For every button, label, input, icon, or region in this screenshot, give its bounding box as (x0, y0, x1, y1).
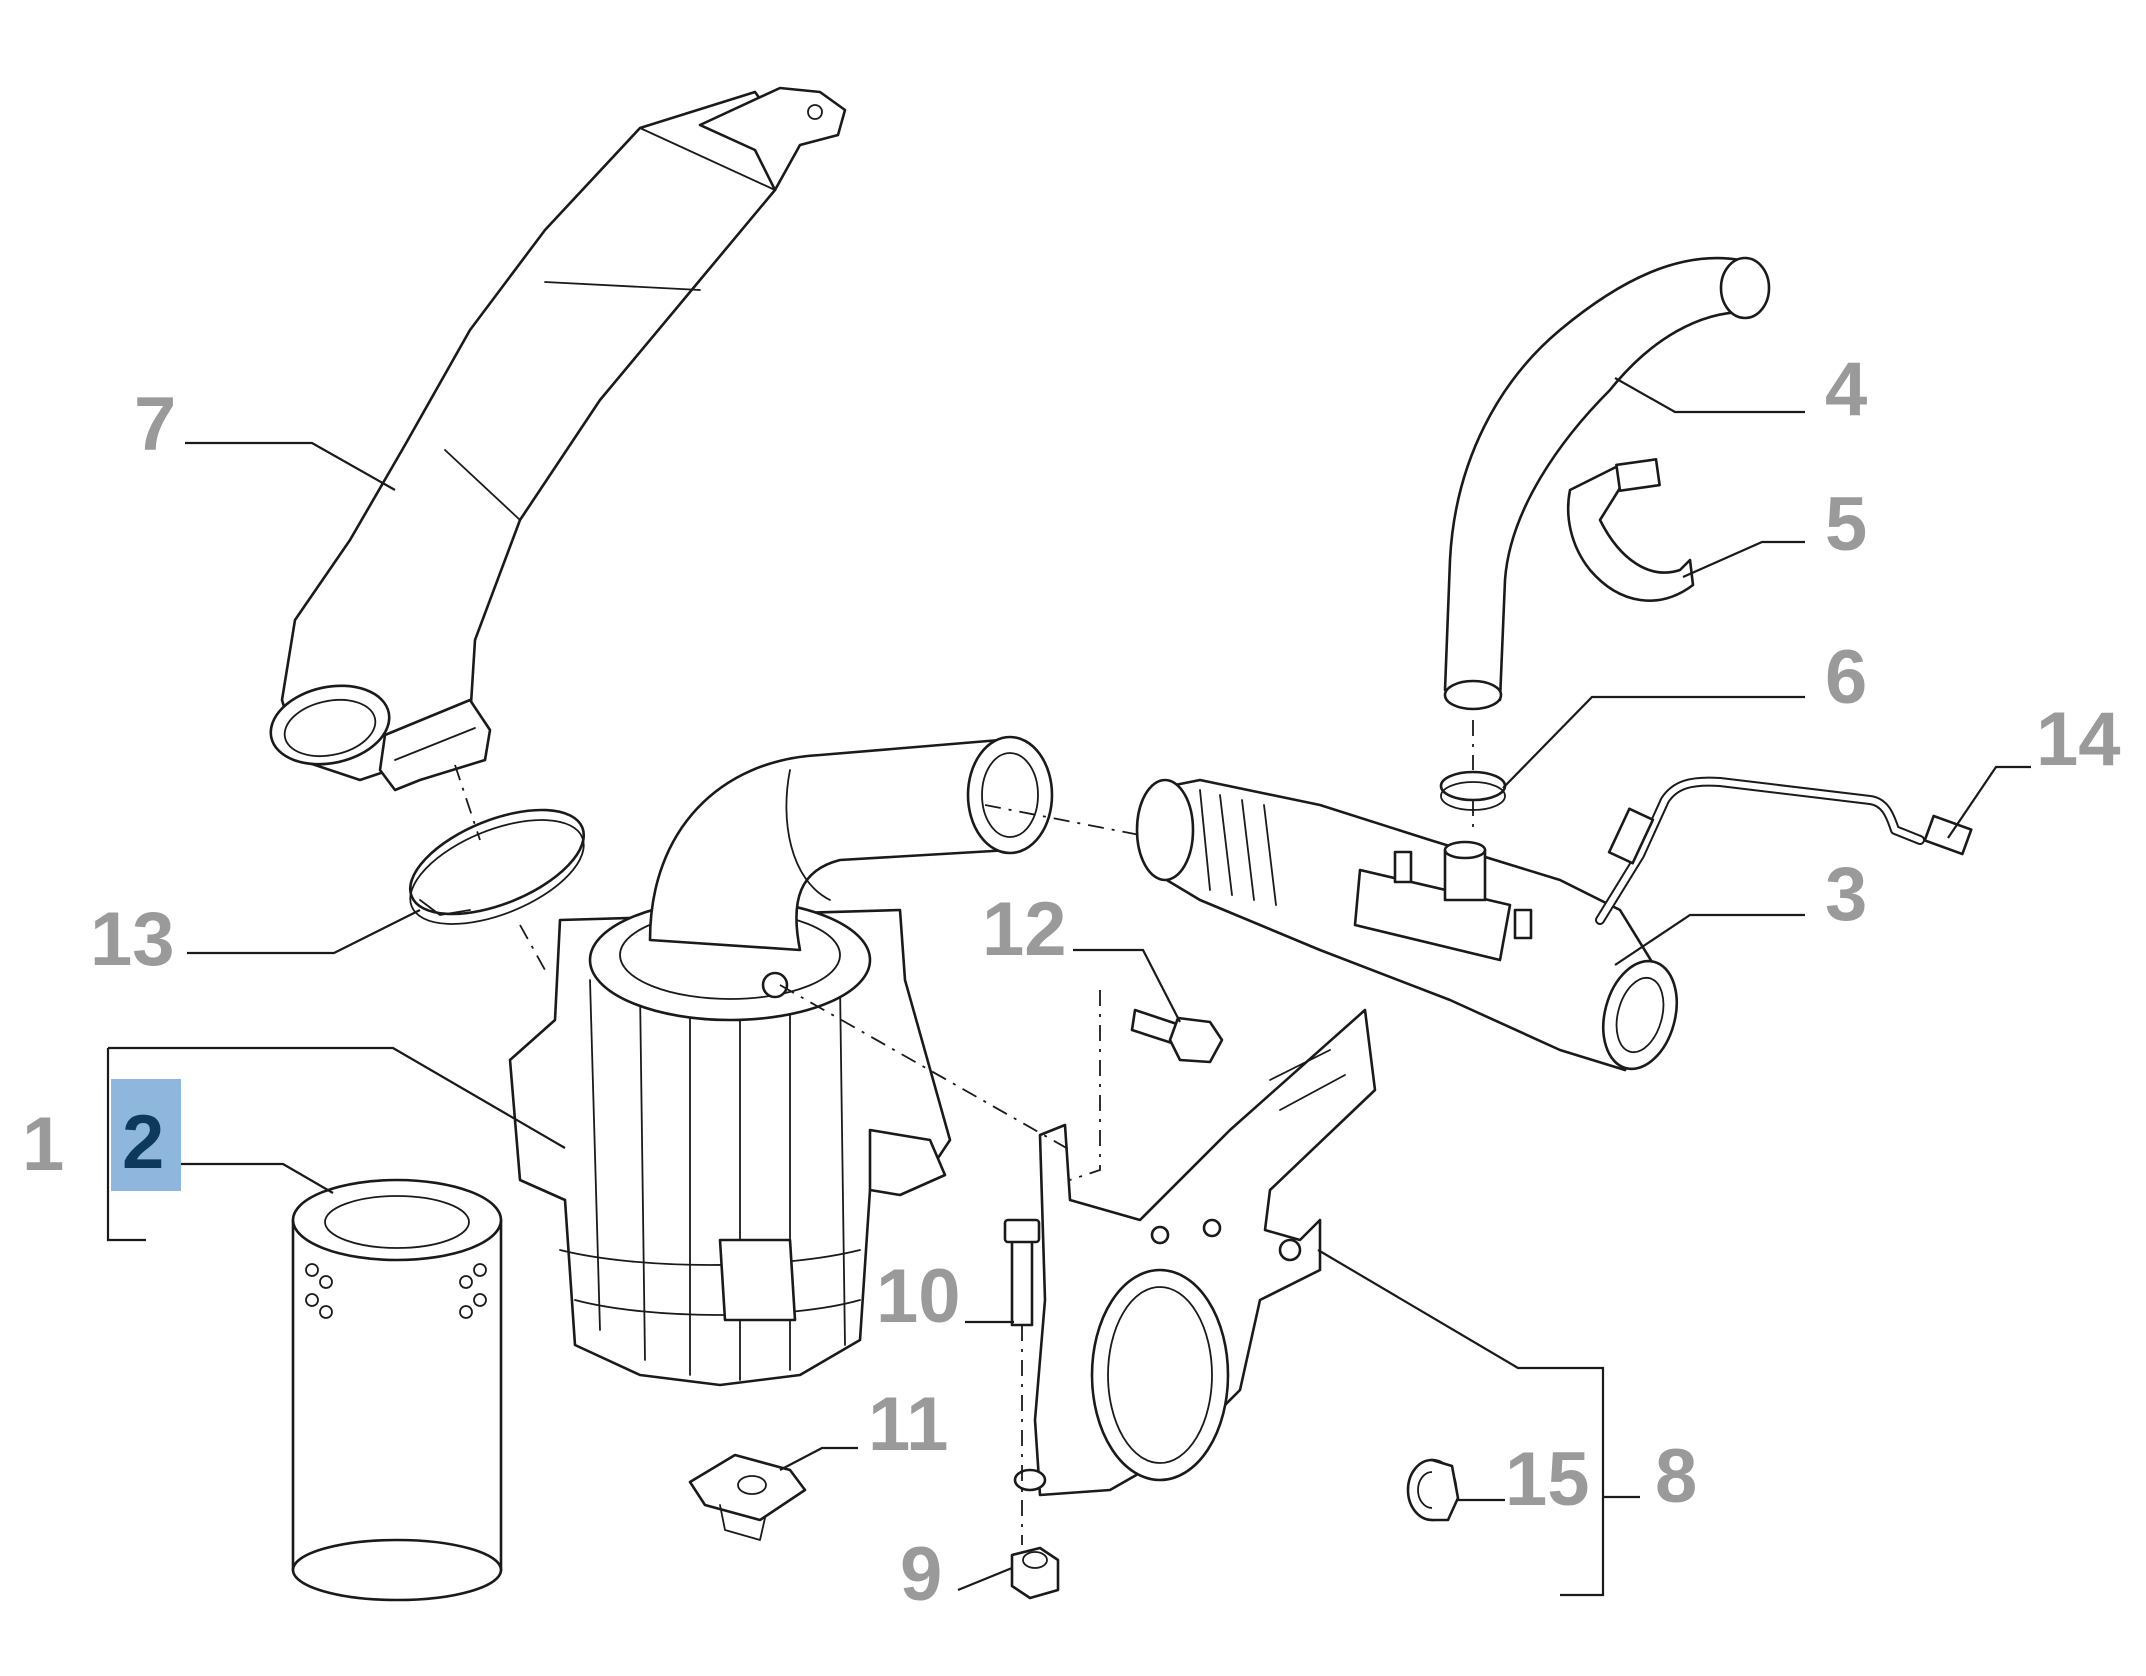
callout-13[interactable]: 13 (90, 897, 175, 982)
leader-14 (1947, 765, 2031, 839)
leader-lines (106, 377, 2031, 1597)
leader-4 (1614, 377, 1805, 414)
callout-3[interactable]: 3 (1825, 852, 1867, 937)
callout-7[interactable]: 7 (134, 382, 176, 467)
callout-8[interactable]: 8 (1655, 1434, 1697, 1519)
part-11-clip-nut (688, 1453, 807, 1541)
callout-1[interactable]: 1 (22, 1102, 64, 1187)
callout-2-highlight (111, 1079, 181, 1191)
part-9-nut (1010, 1546, 1060, 1600)
part-12-bolt (1130, 1008, 1224, 1064)
part-13-hose-clamp (408, 808, 586, 925)
leader-9 (957, 1566, 1013, 1592)
callout-14[interactable]: 14 (2036, 697, 2121, 782)
leader-1-bracket (106, 1048, 146, 1242)
leader-13 (187, 909, 421, 955)
leader-8 (1317, 1249, 1605, 1597)
callout-2[interactable]: 2 (122, 1100, 164, 1185)
leader-3 (1614, 913, 1805, 966)
callout-9[interactable]: 9 (900, 1532, 942, 1617)
part-5-clip (1566, 458, 1695, 602)
part-10-bolt (1003, 1218, 1041, 1327)
leader-11 (779, 1446, 858, 1471)
part-4-hose (1443, 256, 1771, 711)
leader-6 (1502, 695, 1805, 789)
callout-5[interactable]: 5 (1825, 482, 1867, 567)
part-2-filter-element (291, 1178, 503, 1602)
callout-11[interactable]: 11 (868, 1382, 948, 1467)
air-filter-housing (508, 735, 1054, 1387)
part-14-vent-tube (1595, 776, 1973, 925)
callout-labels: 7 4 5 6 14 3 13 12 1 2 10 11 15 8 9 (22, 347, 2121, 1617)
leader-1 (108, 1046, 566, 1149)
callout-4[interactable]: 4 (1825, 347, 1867, 432)
callout-15[interactable]: 15 (1505, 1437, 1590, 1522)
leader-5 (1682, 540, 1805, 579)
leader-12 (1073, 948, 1181, 1023)
assembly-lines (454, 720, 1474, 1545)
part-7-intake-duct (269, 86, 847, 792)
leader-7 (185, 441, 396, 491)
leader-2 (178, 1162, 334, 1194)
part-3-intake-pipe (1135, 778, 1678, 1072)
part-8-bracket (1013, 1008, 1377, 1497)
callout-12[interactable]: 12 (982, 887, 1067, 972)
part-15-grommet (1406, 1458, 1460, 1522)
callout-6[interactable]: 6 (1825, 635, 1867, 720)
callout-10[interactable]: 10 (876, 1254, 961, 1339)
